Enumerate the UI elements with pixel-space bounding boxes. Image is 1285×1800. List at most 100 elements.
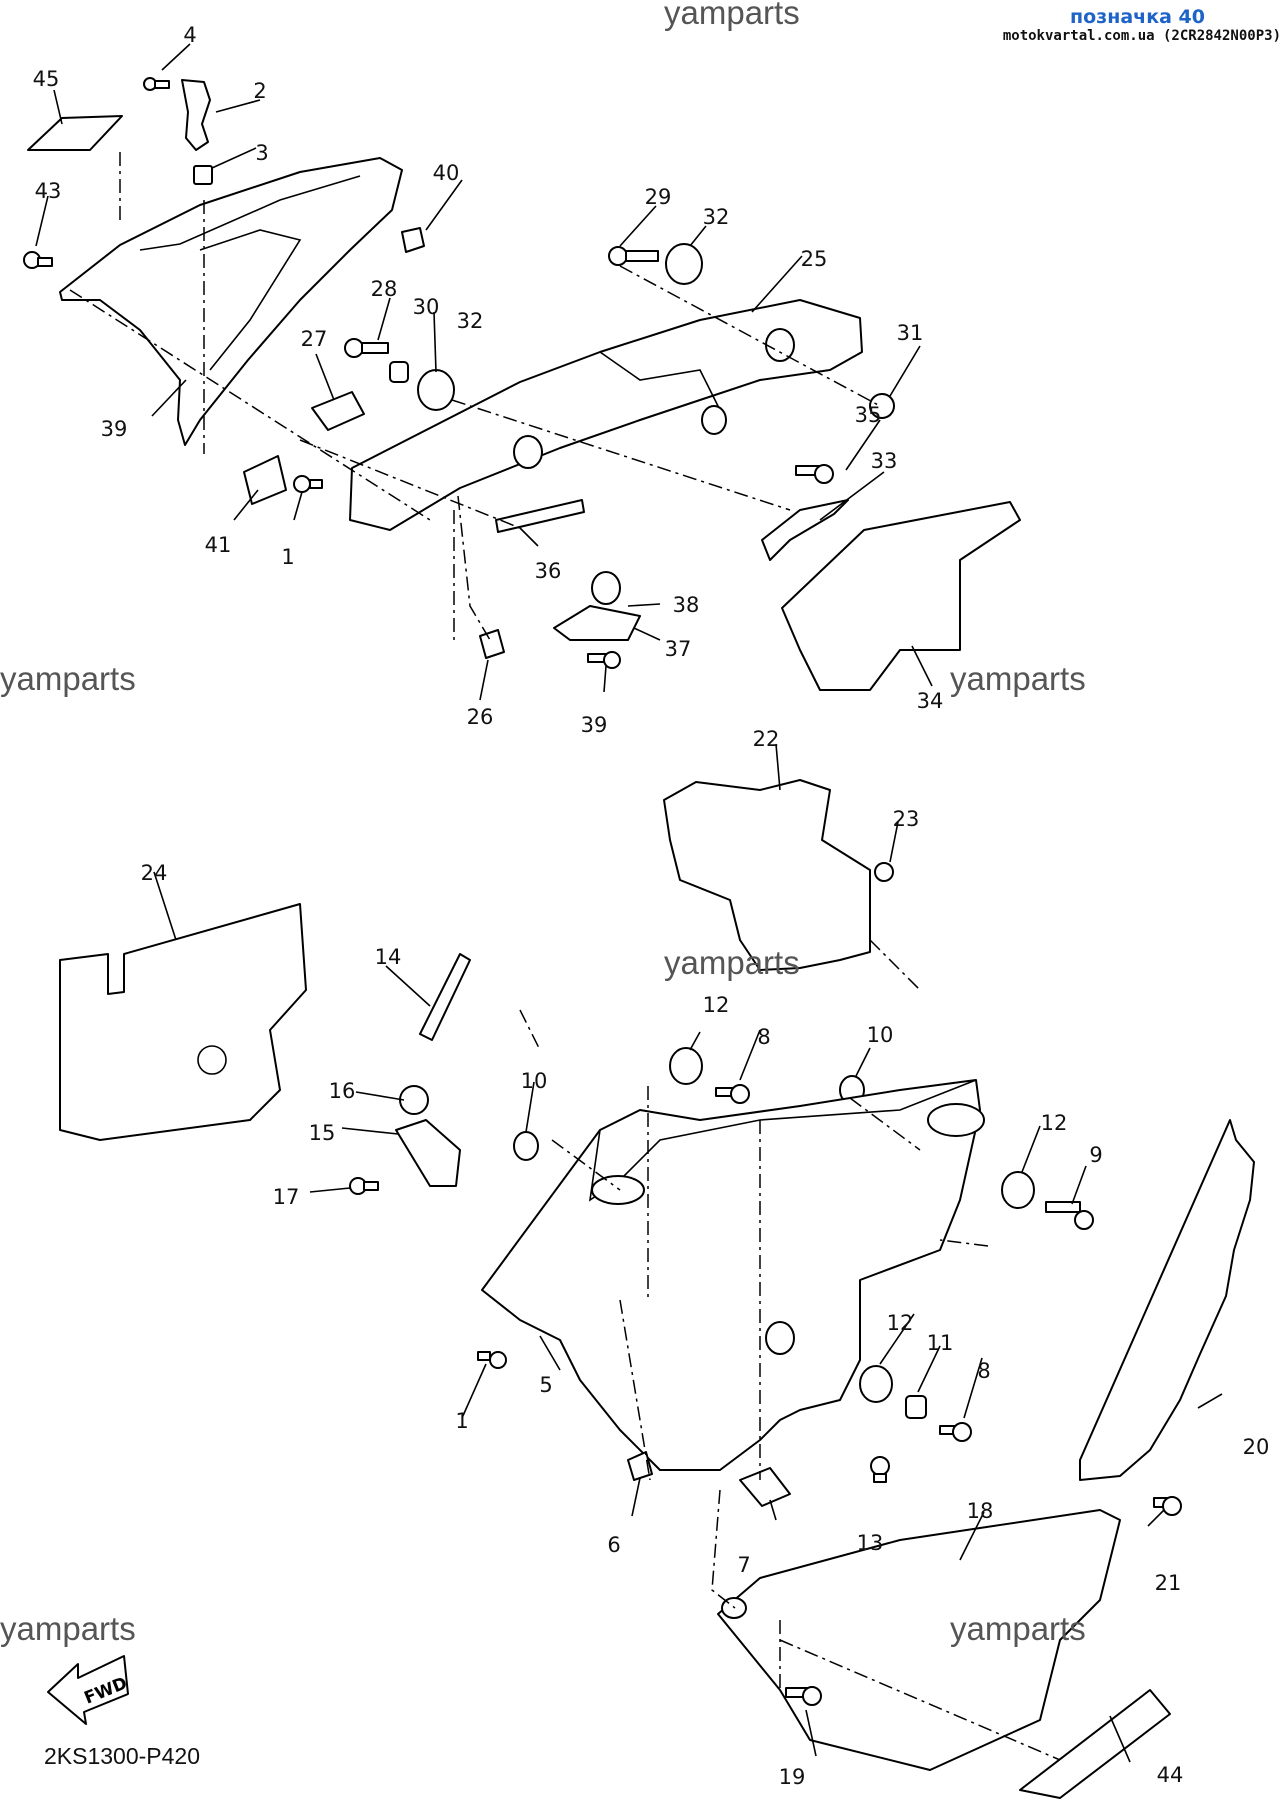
part-17-screw — [349, 1177, 379, 1195]
watermark: yamparts — [950, 660, 1086, 697]
part-16-grommet — [399, 1085, 429, 1115]
part-label-31: 31 — [897, 321, 924, 345]
part-label-22: 22 — [753, 727, 780, 751]
part-42-pad — [243, 455, 287, 505]
part-label-20: 20 — [1243, 1435, 1270, 1459]
part-label-28: 28 — [371, 277, 398, 301]
part-label-12c: 12 — [887, 1311, 914, 1335]
part-3-clip — [193, 165, 213, 185]
part-label-8b: 8 — [977, 1359, 990, 1383]
part-label-36: 35 — [855, 403, 882, 427]
part-label-24: 24 — [141, 861, 168, 885]
part-label-17: 17 — [273, 1185, 300, 1209]
part-label-13: 13 — [857, 1531, 884, 1555]
part-38-grommet — [591, 571, 621, 605]
part-32-grommet-b — [665, 243, 703, 285]
part-6-nut — [627, 1451, 653, 1481]
part-label-18: 18 — [967, 1499, 994, 1523]
fwd-arrow-icon — [47, 1655, 129, 1725]
part-21-screw — [1153, 1496, 1182, 1516]
part-30-collar — [389, 361, 409, 383]
part-label-33: 33 — [871, 449, 898, 473]
part-label-6: 6 — [607, 1533, 620, 1557]
part-34-side-panel — [781, 501, 1021, 691]
part-28-bolt — [344, 338, 389, 358]
part-25-rear-frame — [349, 299, 863, 531]
part-20-side-cover — [1079, 1119, 1255, 1481]
part-label-2: 2 — [253, 79, 266, 103]
part-label-30: 30 — [413, 295, 440, 319]
part-4-screw — [143, 77, 170, 91]
watermark: yamparts — [664, 944, 800, 981]
part-27-clip — [311, 391, 365, 431]
part-label-4: 4 — [183, 23, 196, 47]
part-label-41: 40 — [433, 161, 460, 185]
part-22-bracket — [663, 779, 871, 971]
part-label-32b: 32 — [457, 309, 484, 333]
part-15-bracket — [395, 1119, 461, 1187]
part-label-44: 44 — [1157, 1763, 1184, 1787]
part-label-27: 27 — [301, 327, 328, 351]
part-label-40: 39 — [101, 417, 128, 441]
part-8-bolt-b — [939, 1422, 972, 1442]
part-41-clip — [401, 227, 425, 253]
part-8-bolt-a — [715, 1084, 750, 1104]
part-29-bolt — [608, 246, 659, 266]
part-label-12b: 12 — [1041, 1111, 1068, 1135]
part-label-1a: 1 — [281, 545, 294, 569]
part-36-bolt — [795, 464, 834, 484]
part-12-grommet-a — [669, 1047, 703, 1085]
part-32-grommet-a — [417, 369, 455, 411]
watermark: yamparts — [664, 0, 800, 31]
part-23-washer — [874, 862, 894, 882]
part-45-sticker — [27, 115, 123, 151]
part-40-inner-cover — [59, 157, 403, 446]
part-1-screw-lower — [477, 1351, 507, 1369]
part-10-collar-a — [513, 1131, 539, 1161]
part-label-23: 23 — [893, 807, 920, 831]
part-label-9: 9 — [1089, 1143, 1102, 1167]
part-label-14: 14 — [375, 945, 402, 969]
part-12-grommet-b — [1001, 1171, 1035, 1209]
header-label[interactable]: позначка 40 — [1070, 6, 1205, 28]
part-label-10a: 10 — [867, 1023, 894, 1047]
part-12-grommet-c — [859, 1365, 893, 1403]
part-39-bolt — [587, 651, 621, 669]
watermark: yamparts — [0, 660, 136, 697]
part-19-screw — [785, 1686, 822, 1706]
part-label-39: 39 — [581, 713, 608, 737]
part-label-35: 36 — [535, 559, 562, 583]
part-9-bolt — [1045, 1201, 1094, 1230]
header-site: motokvartal.com.ua (2CR2842N00P3) — [1002, 28, 1281, 44]
diagram-code: 2KS1300-P420 — [44, 1743, 200, 1769]
watermark: yamparts — [0, 1610, 136, 1647]
part-label-32a: 32 — [703, 205, 730, 229]
part-label-38: 38 — [673, 593, 700, 617]
part-label-11: 11 — [927, 1331, 954, 1355]
part-label-19: 19 — [779, 1765, 806, 1789]
part-11-collar — [905, 1395, 927, 1419]
part-43-screw — [23, 251, 53, 269]
part-35-strip — [495, 499, 585, 533]
part-label-43: 43 — [35, 179, 62, 203]
part-label-5: 5 — [539, 1373, 552, 1397]
part-37-bracket — [553, 605, 641, 641]
part-label-12a: 12 — [703, 993, 730, 1017]
part-14-strip — [419, 953, 471, 1041]
part-label-15: 15 — [309, 1121, 336, 1145]
part-label-10b: 10 — [521, 1069, 548, 1093]
part-7-clip — [739, 1467, 791, 1507]
part-label-37: 37 — [665, 637, 692, 661]
part-label-7: 7 — [737, 1553, 750, 1577]
part-44-sticker — [1019, 1689, 1171, 1799]
part-label-16: 16 — [329, 1079, 356, 1103]
part-label-8a: 8 — [757, 1025, 770, 1049]
part-label-3: 3 — [255, 141, 268, 165]
part-label-1b: 1 — [455, 1409, 468, 1433]
part-label-42: 41 — [205, 533, 232, 557]
part-31-collar — [869, 393, 895, 419]
part-label-21: 21 — [1155, 1571, 1182, 1595]
part-26-nut — [479, 629, 505, 659]
part-24-foam-pad — [59, 903, 307, 1141]
